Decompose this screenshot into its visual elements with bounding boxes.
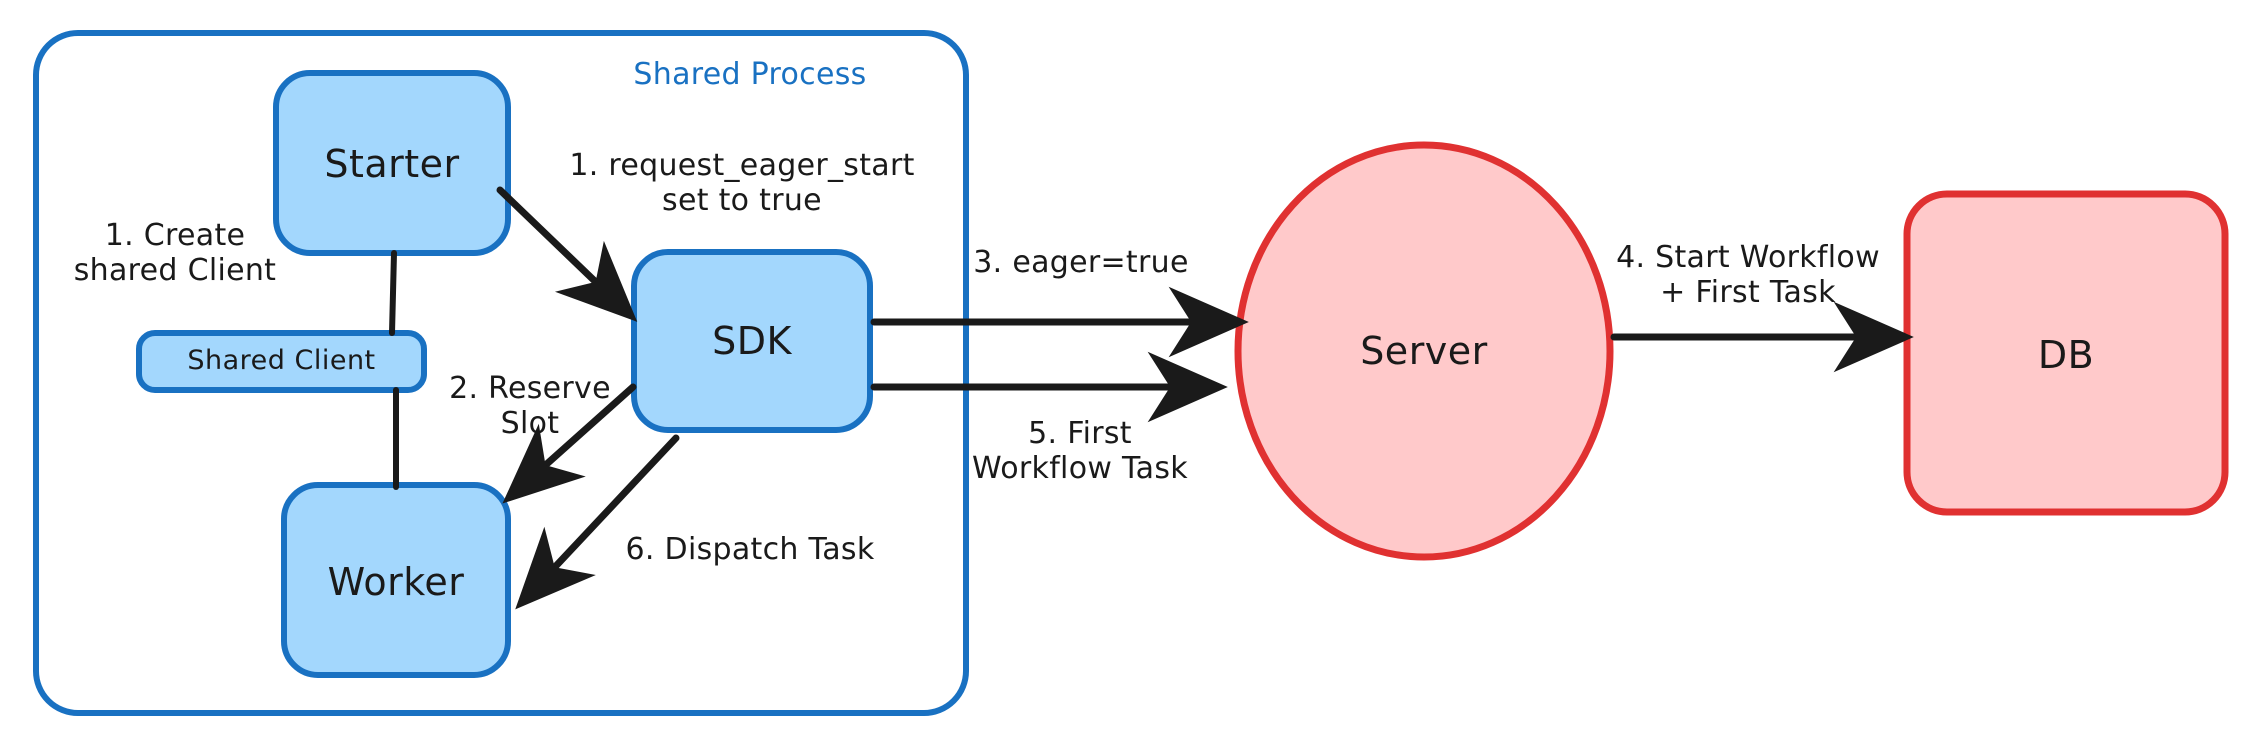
node-sdk[interactable] [631,249,873,433]
edge-starter-shared-client [389,250,397,336]
edge-starter-sdk [496,186,638,322]
node-worker[interactable] [281,482,511,678]
node-db[interactable] [1903,190,2229,516]
edge-sdk-worker-reserve [502,383,637,504]
node-server[interactable] [1234,141,1614,561]
shared-process-group [33,30,969,716]
edge-sdk-worker-dispatch [515,434,680,610]
node-starter[interactable] [273,70,511,256]
node-shared-client[interactable] [136,330,427,393]
